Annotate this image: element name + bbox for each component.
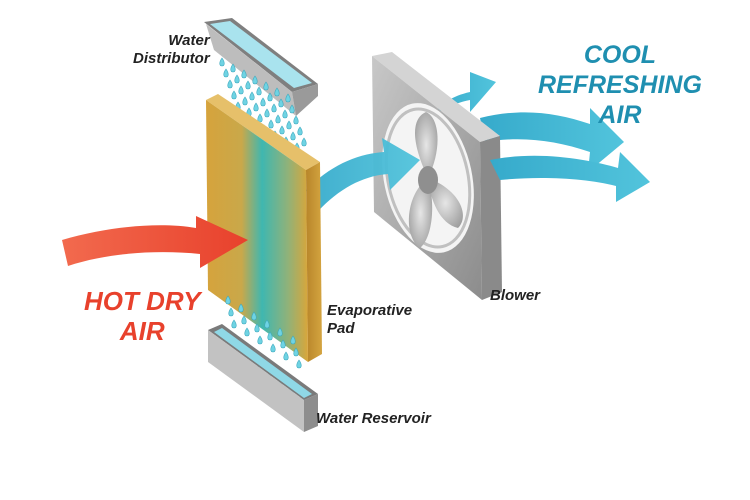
hot-dry-air-line1: HOT DRY bbox=[84, 286, 201, 316]
water-drop-icon bbox=[225, 295, 231, 305]
water-drop-icon bbox=[219, 57, 225, 67]
water-drop-icon bbox=[277, 327, 283, 337]
water-drop-icon bbox=[231, 90, 237, 100]
water-drop-icon bbox=[280, 339, 286, 349]
water-drop-icon bbox=[241, 315, 247, 325]
hot-dry-air-label: HOT DRY AIR bbox=[84, 286, 201, 346]
water-drop-icon bbox=[231, 319, 237, 329]
water-drop-icon bbox=[264, 319, 270, 329]
water-drop-icon bbox=[267, 92, 273, 102]
water-drop-icon bbox=[244, 327, 250, 337]
water-drop-icon bbox=[245, 80, 251, 90]
fan-blades bbox=[408, 112, 463, 248]
water-drop-icon bbox=[238, 303, 244, 313]
blower-label: Blower bbox=[490, 287, 541, 304]
water-drop-icon bbox=[297, 126, 303, 136]
water-drop-icon bbox=[270, 343, 276, 353]
water-drop-icon bbox=[223, 68, 229, 78]
water-drop-icon bbox=[293, 115, 299, 125]
water-reservoir-label: Water Reservoir bbox=[316, 410, 431, 427]
water-drop-icon bbox=[230, 63, 236, 73]
water-drop-icon bbox=[285, 93, 291, 103]
water-drop-icon bbox=[271, 103, 277, 113]
water-drop-icon bbox=[279, 125, 285, 135]
water-drop-icon bbox=[227, 79, 233, 89]
water-drop-icon bbox=[282, 109, 288, 119]
water-drop-icon bbox=[251, 311, 257, 321]
cool-air-arrow-bottom bbox=[490, 152, 650, 202]
cool-refreshing-air-line2: REFRESHING bbox=[538, 71, 702, 99]
water-drop-icon bbox=[238, 85, 244, 95]
water-drop-icon bbox=[268, 119, 274, 129]
water-drop-icon bbox=[253, 102, 259, 112]
water-drop-icon bbox=[242, 96, 248, 106]
water-drop-icon bbox=[252, 75, 258, 85]
cool-air-arrow-pad-to-blower bbox=[306, 138, 420, 216]
water-drop-icon bbox=[254, 323, 260, 333]
water-drop-icon bbox=[256, 86, 262, 96]
water-drop-icon bbox=[290, 131, 296, 141]
water-drop-icon bbox=[267, 331, 273, 341]
water-drop-icon bbox=[234, 74, 240, 84]
cool-refreshing-air-label: COOL REFRESHING AIR bbox=[538, 40, 702, 130]
evaporative-pad bbox=[206, 94, 322, 362]
water-drop-icon bbox=[293, 347, 299, 357]
water-distributor-label: Water Distributor bbox=[133, 32, 210, 68]
cool-air-arrow-middle bbox=[480, 108, 624, 172]
water-drop-icon bbox=[263, 81, 269, 91]
cool-refreshing-air-line1: COOL bbox=[583, 41, 657, 69]
water-drop-icon bbox=[296, 359, 302, 369]
water-distributor-label-line2: Distributor bbox=[133, 50, 210, 67]
evaporative-pad-label: Evaporative Pad bbox=[327, 302, 412, 338]
water-drop-icon bbox=[241, 69, 247, 79]
water-drop-icon bbox=[301, 137, 307, 147]
water-distributor-label-line1: Water bbox=[168, 32, 210, 49]
water-drop-icon bbox=[289, 104, 295, 114]
water-distributor bbox=[204, 18, 318, 116]
water-drop-icon bbox=[249, 91, 255, 101]
evaporative-pad-label-line2: Pad bbox=[327, 320, 355, 337]
water-drop-icon bbox=[283, 351, 289, 361]
cool-refreshing-air-line3: AIR bbox=[598, 101, 642, 129]
water-reservoir bbox=[208, 324, 318, 432]
water-drop-icon bbox=[274, 87, 280, 97]
water-drop-icon bbox=[290, 335, 296, 345]
water-drop-icon bbox=[228, 307, 234, 317]
hot-air-arrow bbox=[62, 216, 248, 268]
water-drop-icon bbox=[275, 114, 281, 124]
evaporative-pad-label-line1: Evaporative bbox=[327, 302, 413, 319]
hot-dry-air-line2: AIR bbox=[119, 316, 165, 346]
water-drop-icon bbox=[264, 108, 270, 118]
water-drop-icon bbox=[257, 113, 263, 123]
water-drop-icon bbox=[257, 335, 263, 345]
water-drop-icon bbox=[278, 98, 284, 108]
water-drop-icon bbox=[286, 120, 292, 130]
water-drop-icon bbox=[260, 97, 266, 107]
